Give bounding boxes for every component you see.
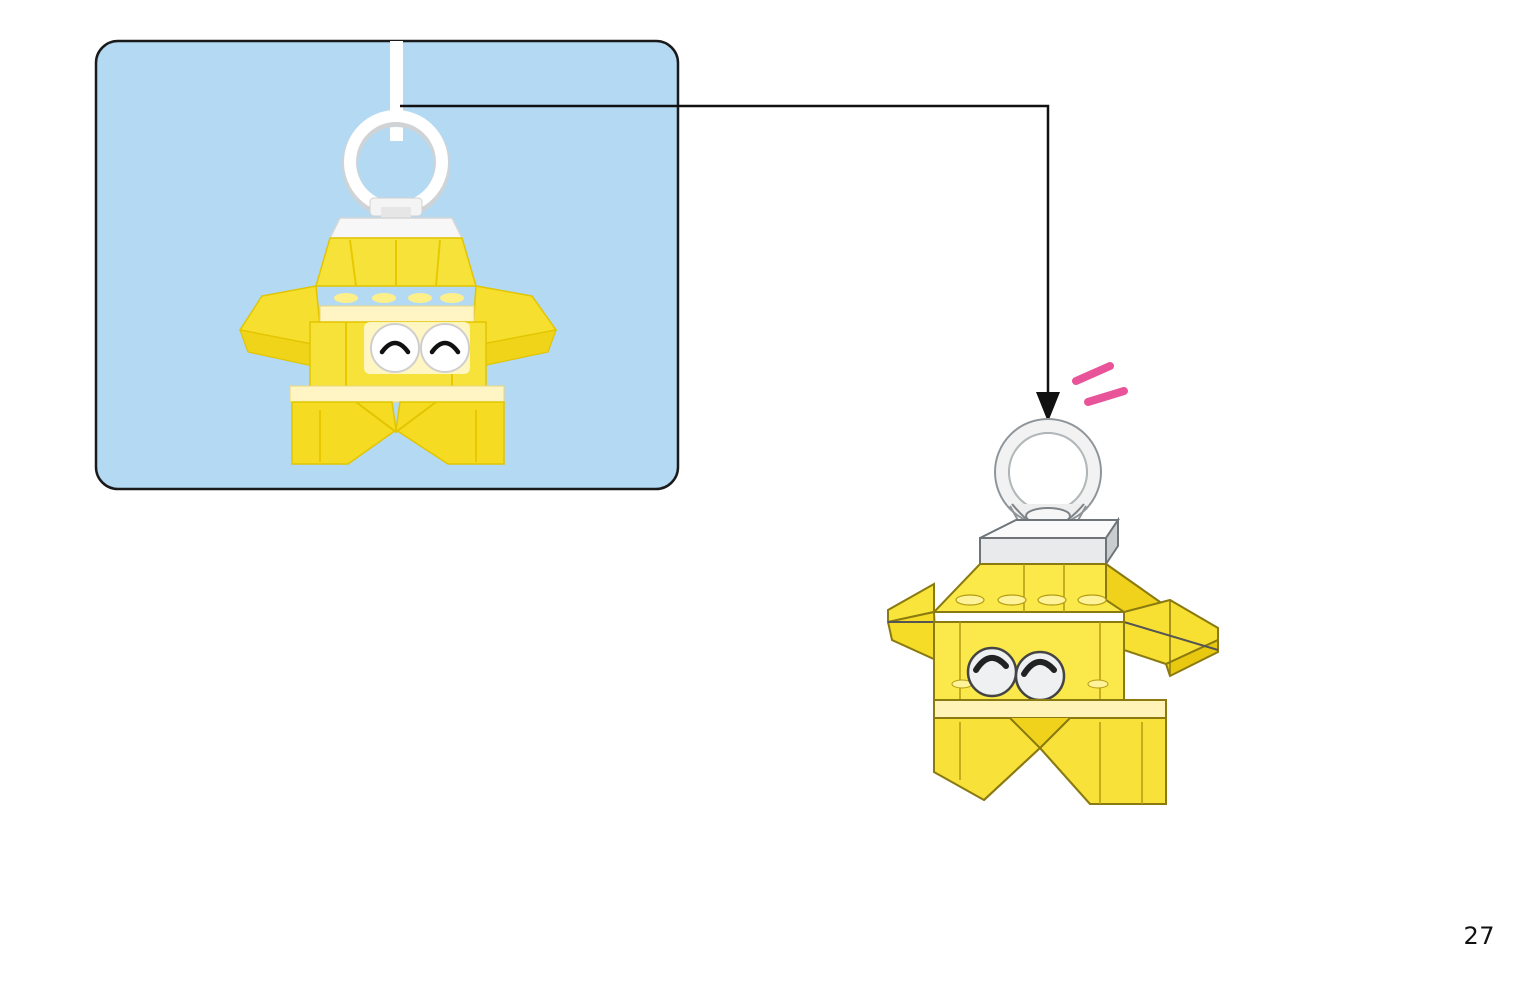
connector-arrow: [400, 104, 1060, 422]
main-eyes: [966, 646, 1066, 702]
main-cream-band: [933, 699, 1167, 719]
main-ring: [994, 418, 1102, 526]
inset-ring: [342, 110, 450, 220]
main-star-upper: [931, 562, 1163, 638]
main-model: [886, 418, 1219, 805]
inset-top-plate: [328, 217, 464, 239]
main-left-arm: [886, 582, 938, 662]
inset-right-eye: [420, 323, 470, 373]
inset-panel: [94, 39, 680, 491]
motion-lines-icon: [1072, 362, 1128, 406]
arrow-down-icon: [1036, 392, 1060, 422]
main-right-arm: [1123, 598, 1219, 678]
inset-eyes: [364, 322, 470, 374]
page-number: 27: [1463, 922, 1495, 950]
inset-left-eye: [370, 323, 420, 373]
main-star-legs: [933, 717, 1167, 805]
main-top-plate: [979, 516, 1120, 568]
